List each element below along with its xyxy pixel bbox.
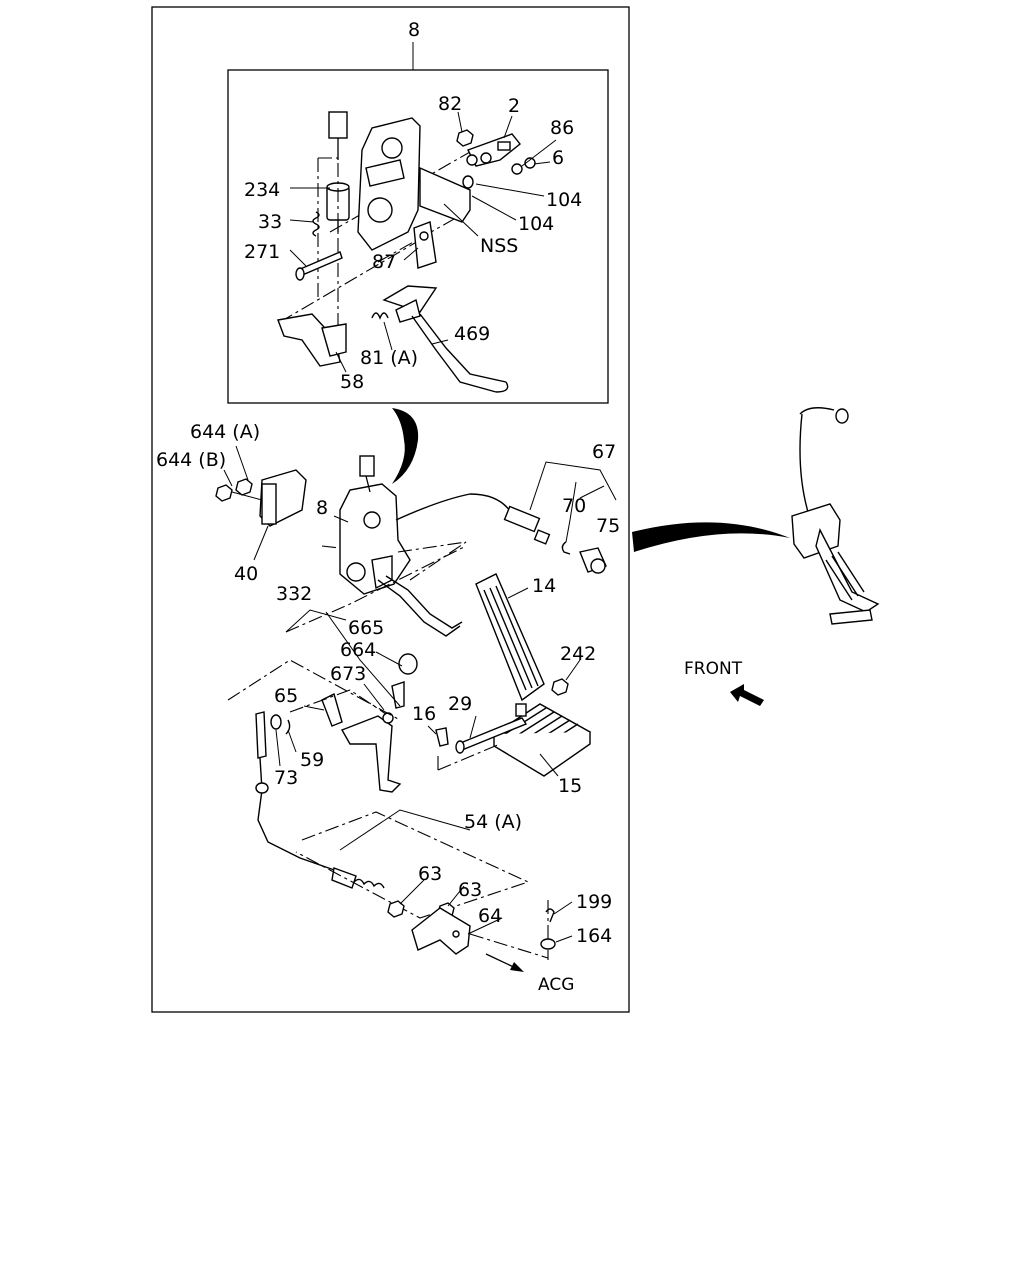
callout-14: 14: [532, 575, 556, 597]
callout-86: 86: [550, 117, 574, 139]
callout-40: 40: [234, 563, 258, 585]
callout-65: 65: [274, 685, 298, 707]
callout-164: 164: [576, 925, 612, 947]
callout-104-b: 104: [518, 213, 554, 235]
callout-64: 64: [478, 905, 502, 927]
inset-frame: [227, 69, 609, 404]
inset-pointer-arrow: [392, 408, 419, 484]
callout-nss: NSS: [480, 235, 518, 257]
outer-frame: [151, 6, 630, 1013]
callout-644b: 644 (B): [156, 449, 226, 471]
callout-75: 75: [596, 515, 620, 537]
callout-58: 58: [340, 371, 364, 393]
callout-87: 87: [372, 251, 396, 273]
inset-leaders: [289, 111, 557, 373]
callout-59: 59: [300, 749, 324, 771]
callout-673: 673: [330, 663, 366, 685]
inset-parts: [277, 111, 536, 393]
callout-16: 16: [412, 703, 436, 725]
callout-234: 234: [244, 179, 280, 201]
callout-664: 664: [340, 639, 376, 661]
callout-labels: 8 82 2 86 6 104 104 234 33 271 NSS 87 46…: [156, 19, 743, 995]
callout-271: 271: [244, 241, 280, 263]
callout-54a: 54 (A): [464, 811, 522, 833]
callout-644a: 644 (A): [190, 421, 260, 443]
main-parts: [215, 455, 607, 972]
callout-469: 469: [454, 323, 490, 345]
callout-242: 242: [560, 643, 596, 665]
callout-67: 67: [592, 441, 616, 463]
callout-332: 332: [276, 583, 312, 605]
callout-8-main: 8: [316, 497, 328, 519]
callout-33: 33: [258, 211, 282, 233]
callout-70: 70: [562, 495, 586, 517]
callout-199: 199: [576, 891, 612, 913]
vehicle-location-view: [632, 407, 880, 625]
callout-81a: 81 (A): [360, 347, 418, 369]
callout-63-a: 63: [418, 863, 442, 885]
front-label: FRONT: [684, 659, 743, 679]
callout-82: 82: [438, 93, 462, 115]
callout-665: 665: [348, 617, 384, 639]
callout-104-a: 104: [546, 189, 582, 211]
callout-63-b: 63: [458, 879, 482, 901]
callout-15: 15: [558, 775, 582, 797]
callout-acg: ACG: [538, 975, 574, 995]
callout-2: 2: [508, 95, 520, 117]
callout-73: 73: [274, 767, 298, 789]
callout-8-top: 8: [408, 19, 420, 41]
front-arrow-icon: [730, 684, 764, 706]
callout-6: 6: [552, 147, 564, 169]
callout-29: 29: [448, 693, 472, 715]
main-leaders: [223, 445, 617, 943]
